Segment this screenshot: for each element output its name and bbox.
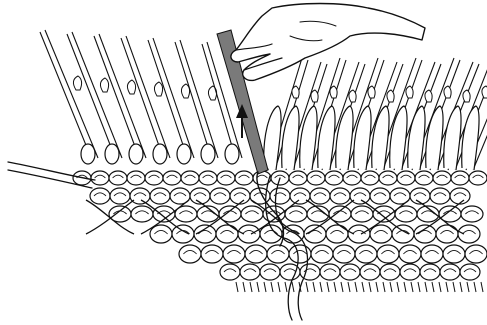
stitch-row [150, 225, 480, 243]
needle [462, 62, 487, 170]
needle-bed-right [264, 58, 487, 170]
fabric-edge [236, 282, 483, 292]
needle [40, 30, 98, 164]
knitted-fabric [73, 171, 487, 292]
hand-illustration [231, 4, 425, 81]
stitch-row [220, 264, 480, 280]
needle-bed-left [40, 30, 244, 164]
needle [67, 32, 122, 164]
stitch-row [179, 245, 487, 263]
stitch-row [109, 206, 483, 222]
stitch-row [90, 188, 470, 204]
needle [94, 34, 146, 164]
needle [121, 36, 170, 164]
needle [148, 38, 194, 164]
